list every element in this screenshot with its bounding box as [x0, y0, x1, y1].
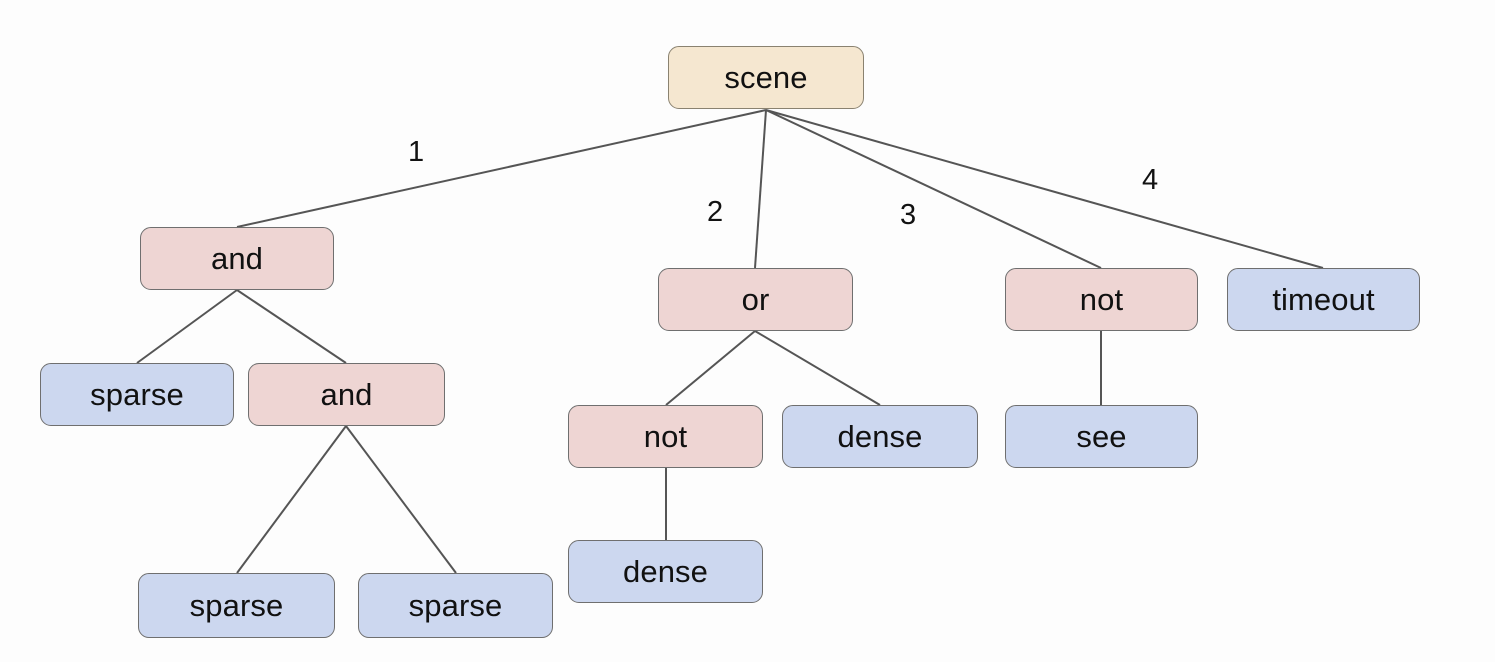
tree-node-label: or	[741, 282, 770, 317]
tree-node-see1[interactable]: see	[1005, 405, 1198, 468]
tree-edge	[665, 330, 756, 406]
tree-node-sparse2[interactable]: sparse	[138, 573, 335, 638]
tree-node-label: see	[1076, 419, 1127, 454]
tree-node-or1[interactable]: or	[658, 268, 853, 331]
tree-node-label: dense	[837, 419, 923, 454]
tree-node-label: timeout	[1272, 282, 1375, 317]
tree-edge	[236, 289, 347, 364]
tree-node-label: sparse	[408, 588, 503, 623]
tree-edge	[345, 425, 457, 574]
tree-node-not2[interactable]: not	[568, 405, 763, 468]
tree-node-label: sparse	[189, 588, 284, 623]
tree-node-label: dense	[623, 554, 708, 589]
tree-node-label: sparse	[90, 377, 184, 412]
tree-node-not1[interactable]: not	[1005, 268, 1198, 331]
edge-label-2: 2	[707, 196, 724, 228]
tree-node-and1[interactable]: and	[140, 227, 334, 290]
tree-node-sparse1[interactable]: sparse	[40, 363, 234, 426]
tree-edge	[754, 330, 881, 406]
tree-node-label: scene	[724, 60, 808, 95]
tree-node-timeout1[interactable]: timeout	[1227, 268, 1420, 331]
tree-edge	[765, 109, 1102, 269]
tree-node-dense1[interactable]: dense	[782, 405, 978, 468]
tree-edge	[765, 109, 1324, 269]
tree-node-dense2[interactable]: dense	[568, 540, 763, 603]
tree-node-label: not	[1079, 282, 1124, 317]
tree-edge	[136, 289, 238, 364]
tree-edge	[754, 109, 767, 269]
tree-node-scene[interactable]: scene	[668, 46, 864, 109]
tree-node-and2[interactable]: and	[248, 363, 445, 426]
tree-node-label: not	[643, 419, 688, 454]
tree-node-label: and	[320, 377, 373, 412]
tree-edge	[236, 109, 767, 228]
tree-node-label: and	[210, 241, 264, 276]
edge-label-3: 3	[900, 199, 917, 231]
edge-label-1: 1	[408, 136, 425, 168]
edge-label-4: 4	[1142, 164, 1159, 196]
tree-edge	[236, 425, 347, 574]
tree-node-sparse3[interactable]: sparse	[358, 573, 553, 638]
